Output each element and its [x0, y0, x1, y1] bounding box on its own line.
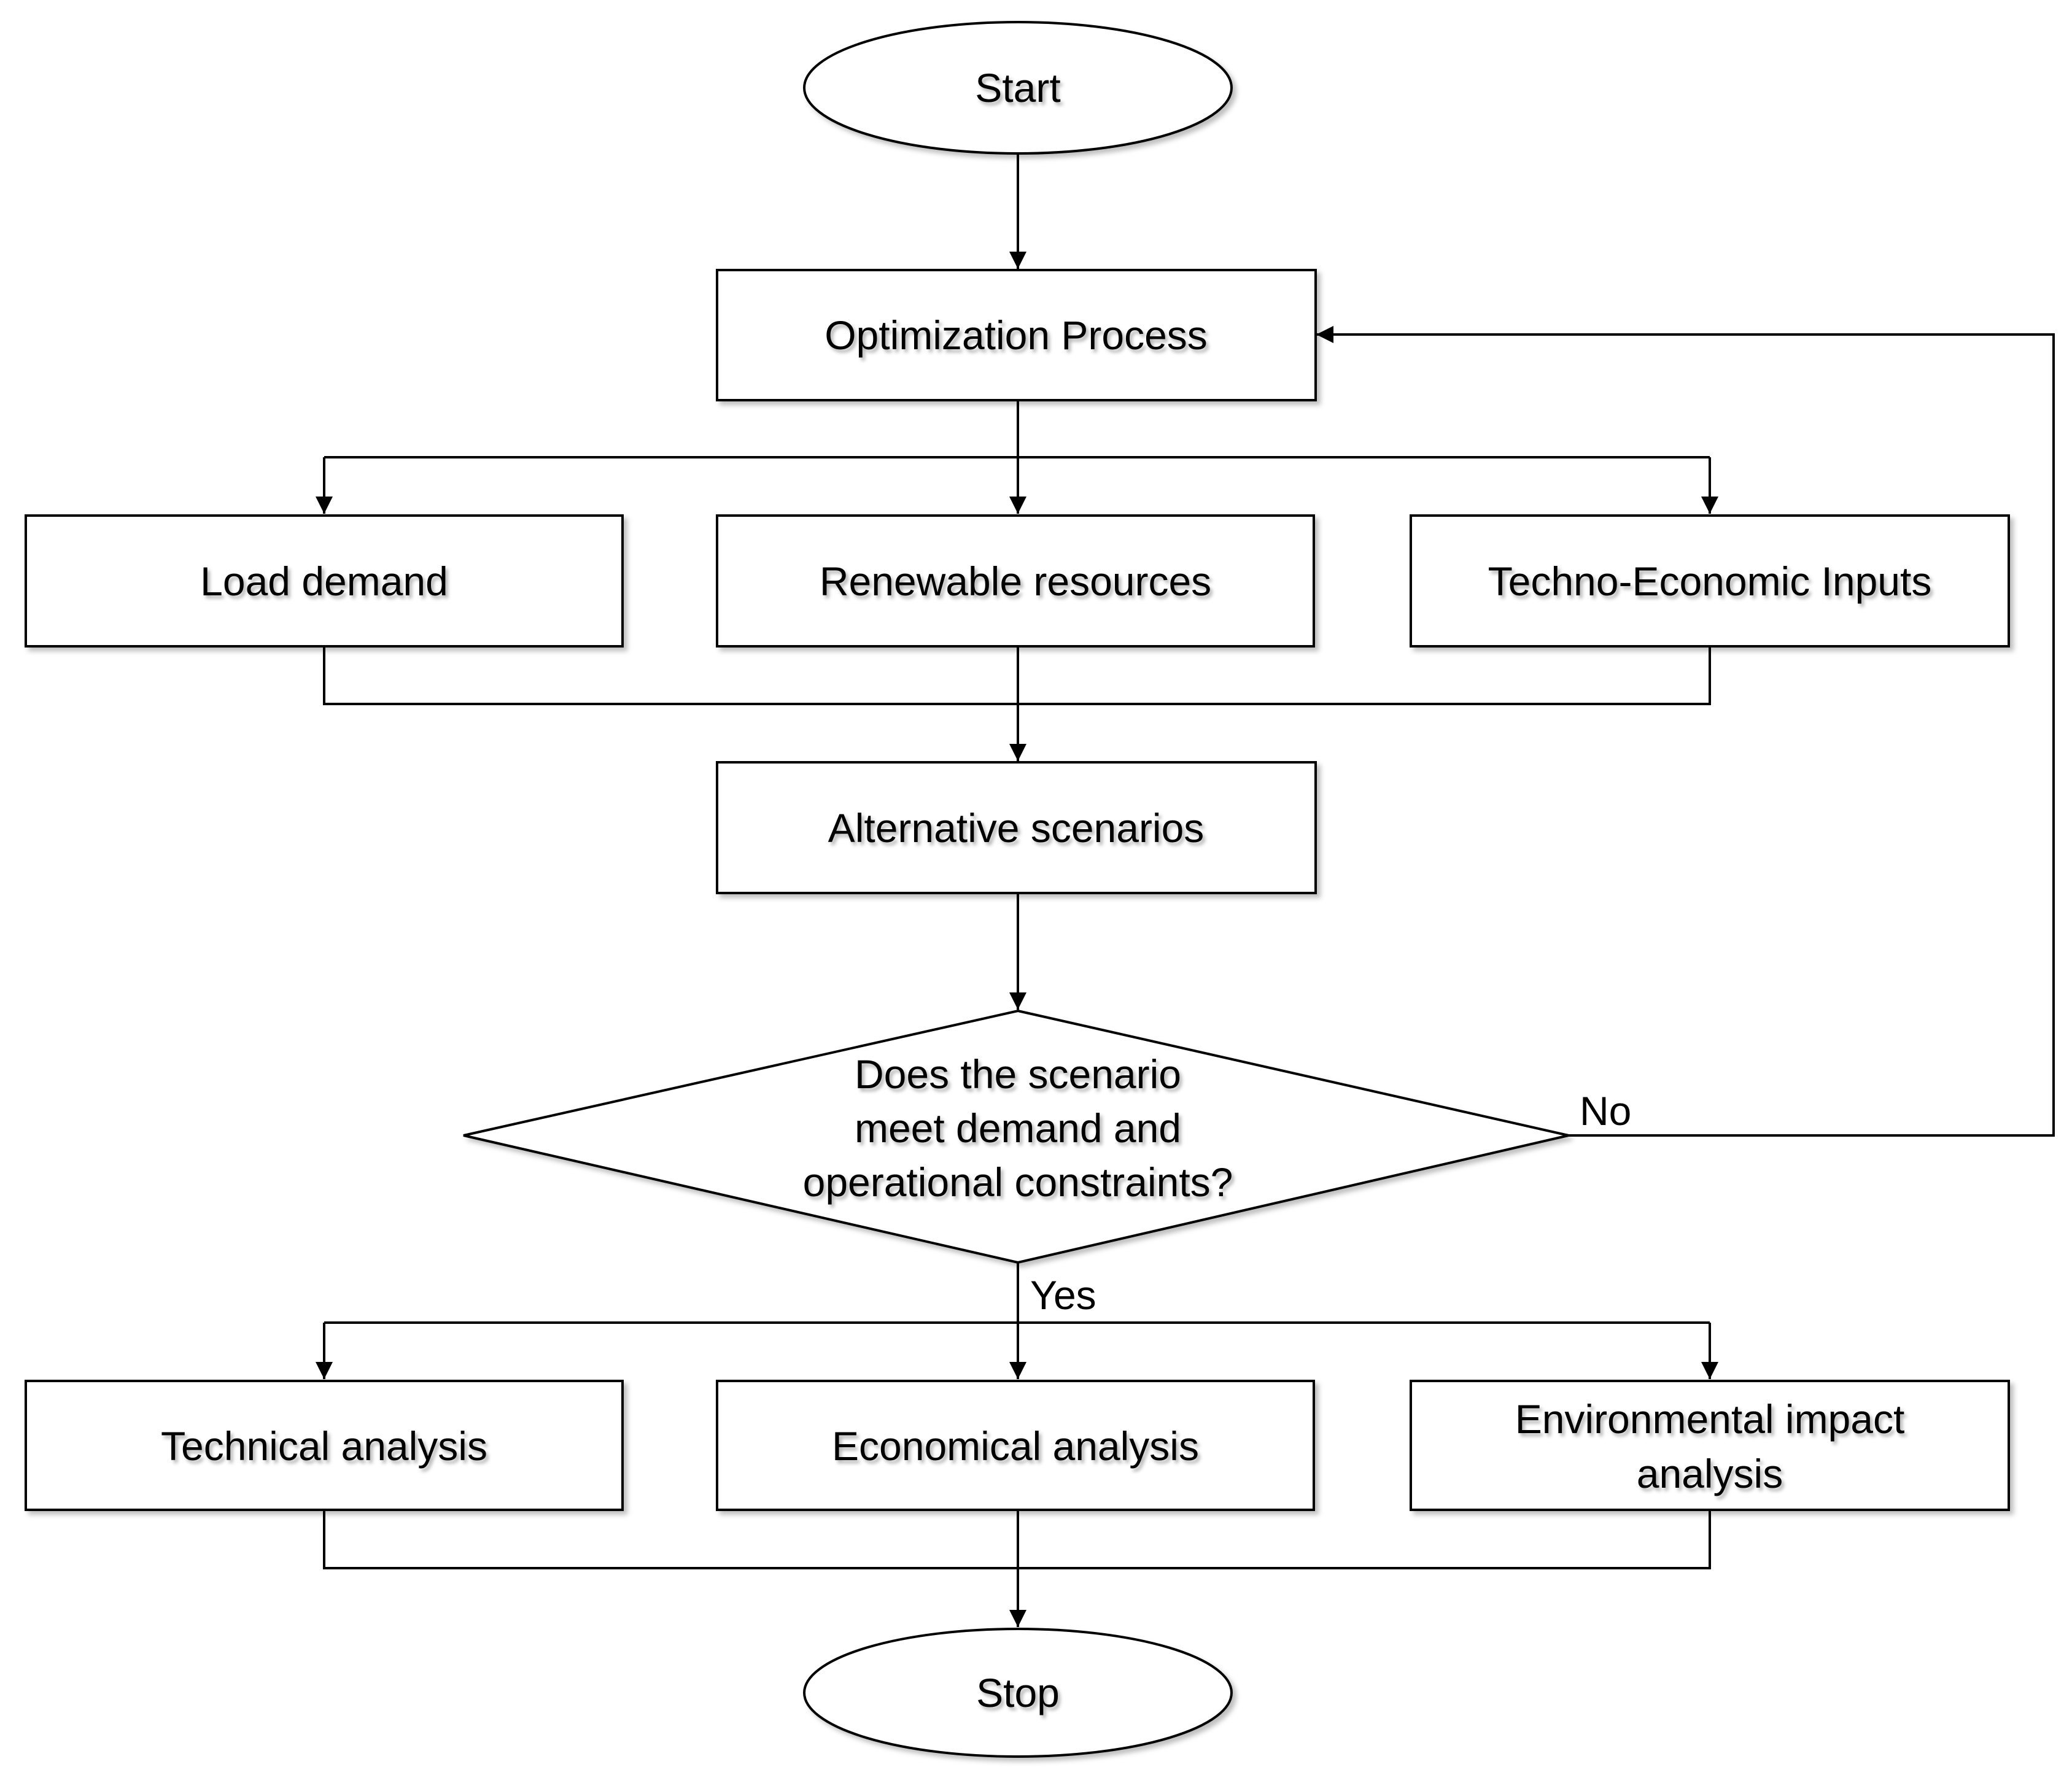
start-label: Start	[975, 65, 1060, 110]
stop-node: Stop	[803, 1628, 1233, 1758]
optimization-process-label: Optimization Process	[825, 312, 1208, 358]
renewable-resources-box: Renewable resources	[716, 514, 1315, 648]
decision-diamond: Does the scenario meet demand and operat…	[463, 1009, 1569, 1264]
decision-label-line-3: operational constraints?	[803, 1159, 1233, 1205]
technical-analysis-box: Technical analysis	[25, 1380, 624, 1511]
techno-economic-inputs-box: Techno-Economic Inputs	[1410, 514, 2010, 648]
decision-label-line-1: Does the scenario	[855, 1051, 1181, 1097]
load-demand-box: Load demand	[25, 514, 624, 648]
economical-analysis-box: Economical analysis	[716, 1380, 1315, 1511]
alternative-scenarios-label: Alternative scenarios	[828, 805, 1205, 851]
techno-economic-inputs-label: Techno-Economic Inputs	[1488, 559, 1932, 604]
connectors	[316, 153, 2055, 1627]
technical-analysis-label: Technical analysis	[161, 1423, 487, 1469]
environmental-impact-analysis-box: Environmental impact analysis	[1410, 1380, 2010, 1511]
alternative-scenarios-box: Alternative scenarios	[716, 761, 1317, 894]
no-label: No	[1580, 1088, 1631, 1134]
start-node: Start	[803, 21, 1233, 155]
optimization-process-box: Optimization Process	[716, 269, 1317, 401]
decision-label-line-2: meet demand and	[855, 1105, 1181, 1151]
arrow-no-loop	[1316, 326, 2055, 1137]
renewable-resources-label: Renewable resources	[820, 559, 1211, 604]
environmental-label-line-2: analysis	[1637, 1451, 1783, 1496]
economical-analysis-label: Economical analysis	[832, 1423, 1199, 1469]
load-demand-label: Load demand	[200, 559, 448, 604]
environmental-label-line-1: Environmental impact	[1515, 1396, 1905, 1442]
yes-label: Yes	[1030, 1272, 1096, 1318]
stop-label: Stop	[976, 1670, 1060, 1715]
